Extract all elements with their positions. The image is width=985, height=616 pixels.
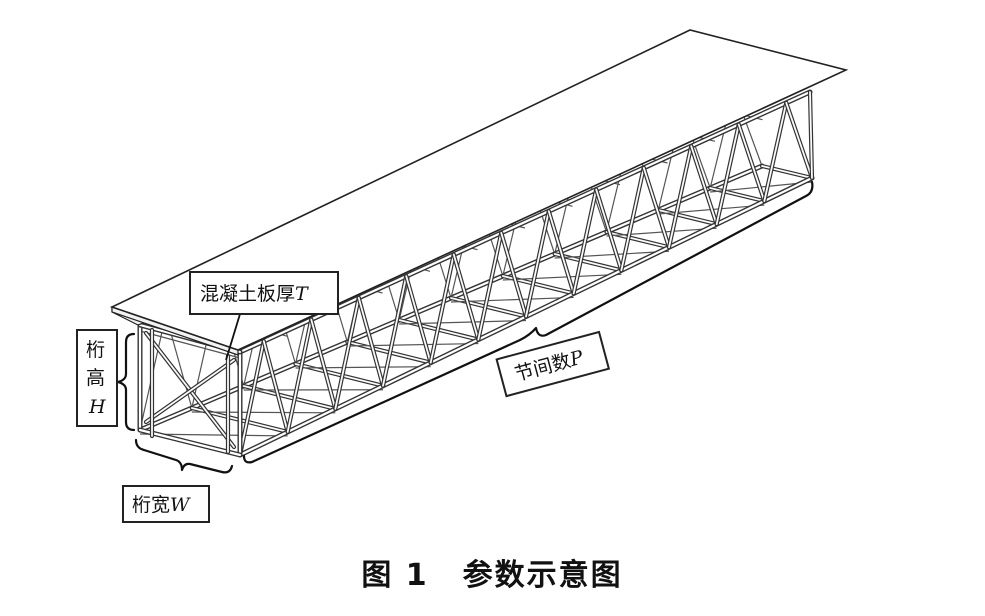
- near-diagonal-highlight: [595, 188, 623, 272]
- near-diagonal-highlight: [763, 101, 788, 202]
- near-diagonal-highlight: [286, 318, 313, 433]
- floor-beam-highlight: [553, 253, 623, 272]
- near-diagonal-highlight: [239, 340, 265, 456]
- near-truss-side: [237, 89, 815, 458]
- near-diagonal-highlight: [500, 231, 527, 318]
- near-diagonal-highlight: [429, 253, 455, 364]
- floor-beam-highlight: [709, 187, 766, 202]
- height-label-var: H: [88, 396, 106, 418]
- concrete-deck-slab: [109, 29, 849, 356]
- near-diagonal-highlight: [452, 253, 480, 341]
- slab-label: 混凝土板厚T: [200, 283, 309, 305]
- near-diagonal-highlight: [525, 210, 550, 318]
- near-diagonal-highlight: [620, 166, 645, 272]
- lateral-brace: [295, 366, 431, 369]
- height-label-line-1: 桁: [86, 339, 105, 361]
- lateral-brace: [502, 273, 622, 281]
- panel-count-callout: 节间数P: [242, 180, 814, 464]
- slab-leader-line: [225, 313, 241, 361]
- truss-height-callout: 桁 高 H: [76, 329, 136, 432]
- lateral-brace: [554, 250, 670, 259]
- slab-thickness-callout: 混凝土板厚T: [189, 271, 339, 361]
- near-diagonal-highlight: [382, 275, 408, 387]
- height-label-line-2: 高: [86, 367, 105, 389]
- deck-slab-top: [109, 29, 849, 351]
- width-brace: [134, 438, 234, 474]
- lateral-brace: [606, 227, 717, 237]
- near-end-post-far-highlight: [809, 91, 813, 179]
- near-diagonal-highlight: [668, 145, 693, 249]
- lateral-brace: [450, 296, 574, 303]
- floor-beam-highlight: [657, 209, 718, 226]
- end-portal-frame: [137, 322, 243, 458]
- width-label-box: [122, 485, 210, 523]
- near-diagonal-highlight: [785, 101, 813, 179]
- lateral-brace: [191, 411, 336, 414]
- near-diagonal-highlight: [310, 318, 337, 410]
- near-diagonal-highlight: [477, 231, 503, 341]
- near-diagonal-highlight: [572, 188, 598, 295]
- height-brace: [116, 332, 136, 432]
- near-diagonal-highlight: [357, 296, 384, 387]
- panels-label-box: [495, 330, 611, 398]
- near-diagonal-highlight: [642, 166, 670, 249]
- portal-x-brace-highlight: [145, 359, 235, 423]
- floor-beam-highlight: [605, 231, 670, 249]
- top-cross-beam: [139, 330, 241, 359]
- width-label: 桁宽W: [132, 494, 191, 516]
- near-diagonal-highlight: [737, 123, 766, 202]
- slab-label-box: [189, 271, 339, 315]
- near-diagonal-highlight: [715, 123, 740, 226]
- panels-brace: [242, 180, 814, 464]
- near-diagonal-highlight: [690, 145, 718, 226]
- near-diagonal-highlight: [334, 296, 360, 410]
- lateral-brace: [347, 342, 479, 347]
- near-diagonal-highlight: [547, 210, 575, 295]
- near-diagonal-highlight: [405, 275, 432, 364]
- truss-width-callout: 桁宽W: [122, 438, 234, 523]
- portal-bottom-beam-highlight: [138, 428, 242, 457]
- height-label-box: [76, 329, 118, 427]
- near-diagonal-highlight: [262, 340, 289, 433]
